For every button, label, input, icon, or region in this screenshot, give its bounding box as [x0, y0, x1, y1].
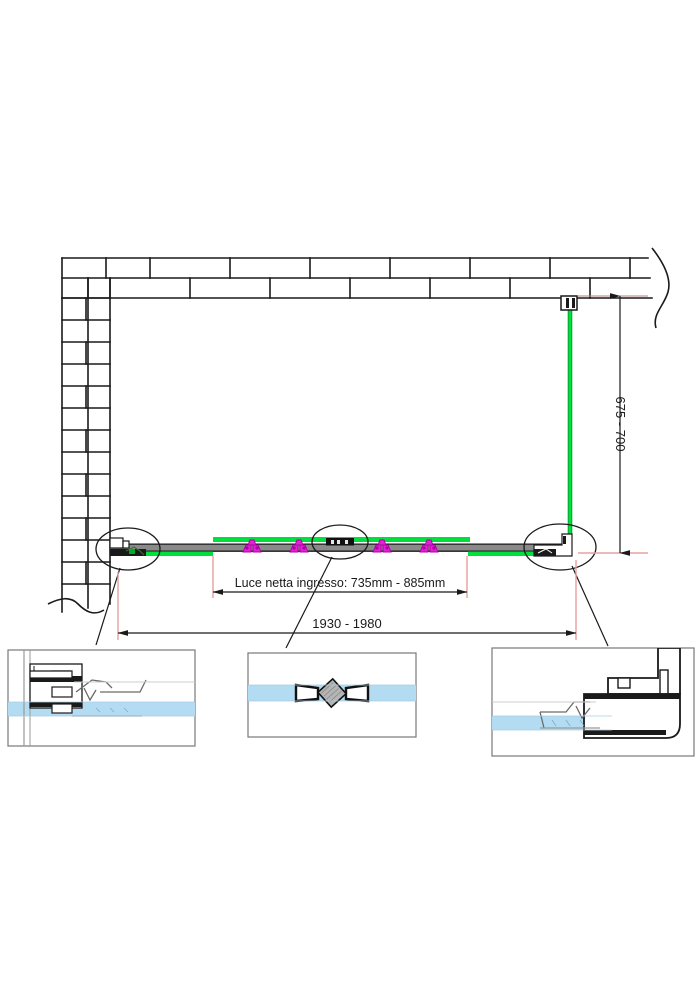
side-glass-panel — [567, 308, 573, 545]
roller — [242, 539, 262, 553]
callout-right — [523, 523, 609, 647]
roller-group — [242, 539, 439, 553]
break-curve-left — [47, 597, 105, 614]
wall-top-joints-upper — [105, 257, 631, 279]
break-curve-right — [651, 247, 670, 329]
roller — [372, 539, 392, 553]
callout-left — [95, 527, 161, 646]
roller — [289, 539, 309, 553]
dimension-overall-width: 1930 - 1980 — [117, 560, 577, 640]
depth-dimension-label: 675 - 700 — [613, 397, 628, 452]
dimension-entry-opening: Luce netta ingresso: 735mm - 885mm — [212, 556, 468, 598]
wall-bracket-top — [560, 295, 578, 311]
detail-box-right — [491, 647, 695, 757]
detail-box-center — [247, 652, 417, 738]
width-dimension-label: 1930 - 1980 — [312, 616, 381, 631]
roller — [419, 539, 439, 553]
dimension-depth: 675 - 700 — [578, 293, 648, 556]
detail-box-left — [7, 649, 196, 747]
entry-dimension-label: Luce netta ingresso: 735mm - 885mm — [235, 576, 446, 590]
seal-symbol — [326, 538, 354, 546]
wall-break-lines — [47, 247, 670, 614]
